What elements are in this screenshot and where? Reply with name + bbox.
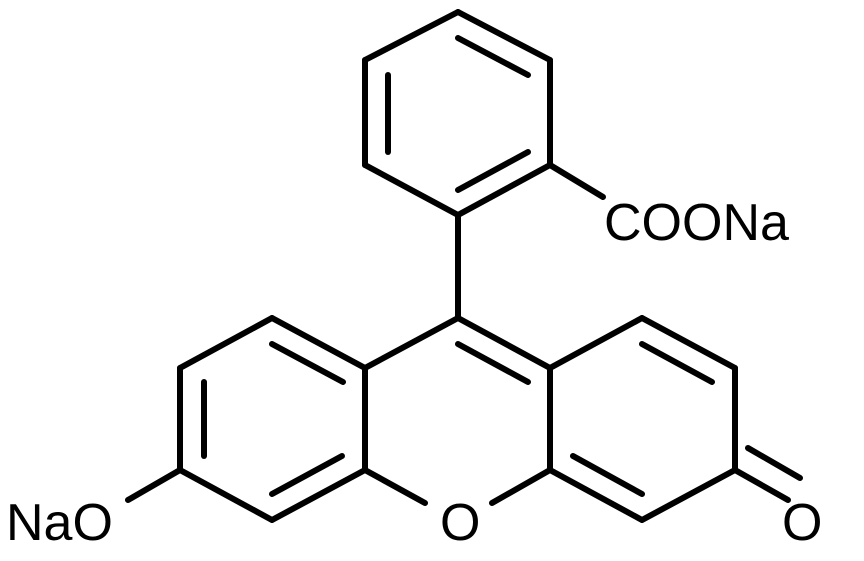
bond bbox=[177, 467, 275, 523]
carbonyl-oxygen-label: O bbox=[782, 494, 822, 552]
ring-oxygen-label: O bbox=[440, 494, 480, 552]
bond bbox=[269, 467, 368, 523]
carbonyl-bond bbox=[732, 467, 791, 503]
bond bbox=[639, 467, 738, 523]
carboxylate-bond bbox=[547, 162, 606, 200]
bond bbox=[489, 467, 553, 506]
bond bbox=[362, 467, 428, 506]
bond bbox=[639, 315, 738, 371]
bond bbox=[269, 315, 368, 371]
carbonyl-bond bbox=[745, 445, 803, 481]
bond bbox=[455, 9, 553, 63]
bond bbox=[455, 315, 553, 371]
double-bond-inner bbox=[269, 453, 345, 497]
double-bond-inner bbox=[570, 453, 645, 497]
double-bond-inner bbox=[455, 341, 531, 385]
phenoxide-label: NaO bbox=[6, 494, 113, 552]
phenoxide-bond bbox=[125, 467, 183, 503]
xanthene-central-ring bbox=[362, 315, 553, 506]
carboxylate-label: COONa bbox=[604, 194, 789, 252]
bond bbox=[362, 315, 461, 371]
bond bbox=[547, 467, 645, 523]
double-bond-inner bbox=[455, 35, 531, 78]
top-benzene-ring bbox=[362, 9, 553, 218]
left-aromatic-ring bbox=[177, 315, 368, 523]
right-quinoid-ring bbox=[547, 315, 738, 523]
bond bbox=[177, 315, 275, 371]
double-bond-inner bbox=[455, 149, 531, 193]
bond bbox=[455, 162, 553, 218]
bond bbox=[362, 162, 461, 218]
double-bond-inner bbox=[639, 341, 715, 385]
double-bond-inner bbox=[269, 341, 346, 385]
bond bbox=[362, 9, 461, 63]
bond bbox=[547, 315, 645, 371]
